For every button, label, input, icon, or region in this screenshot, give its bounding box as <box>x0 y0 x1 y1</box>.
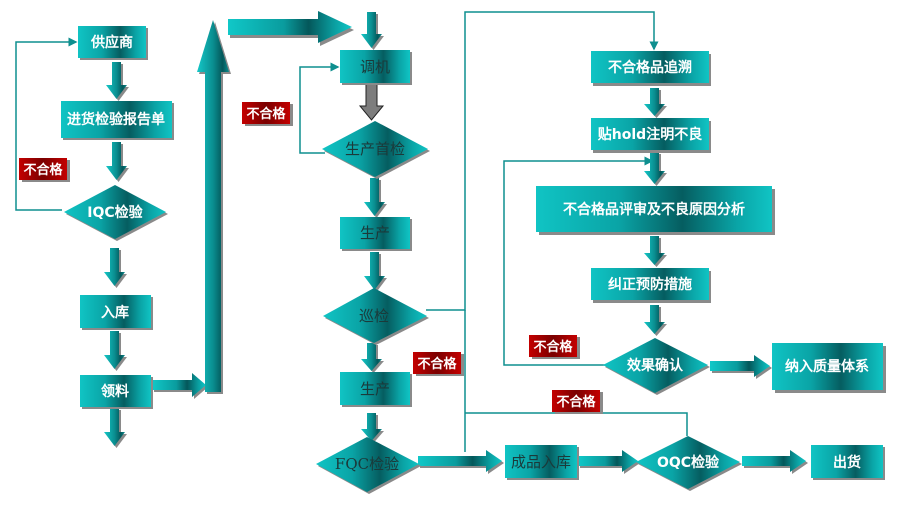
reject-tags: 不合格 不合格 不合格 不合格 不合格 <box>19 102 603 414</box>
node-iqc-label: IQC检验 <box>87 204 143 221</box>
node-supplier-label: 供应商 <box>90 34 133 51</box>
reject-tag-patrol: 不合格 <box>413 352 464 376</box>
arrow-down <box>361 413 384 443</box>
node-production-2-label: 生产 <box>360 380 390 398</box>
node-shipment[interactable]: 出货 <box>811 445 885 480</box>
node-first-inspection-label: 生产首检 <box>345 140 405 158</box>
flow-arrows <box>104 11 808 474</box>
arrow-down <box>644 236 667 267</box>
arrow-down <box>104 331 127 371</box>
reject-tag-patrol-label: 不合格 <box>417 356 457 372</box>
arrow-down <box>104 408 127 448</box>
iqc-reject-loop-line <box>15 37 78 211</box>
node-fqc[interactable]: FQC检验 <box>316 437 421 494</box>
arrow-down <box>104 248 127 288</box>
process-boxes: 供应商 进货检验报告单 入库 领料 调机 生产 <box>61 26 886 480</box>
reject-tag-effect: 不合格 <box>529 335 580 359</box>
arrow-down <box>361 12 384 50</box>
node-finished-warehouse-label: 成品入库 <box>511 453 571 471</box>
arrow-down <box>106 62 129 101</box>
arrow-down <box>644 152 667 186</box>
node-machine-setup[interactable]: 调机 <box>340 50 412 85</box>
reject-tag-oqc: 不合格 <box>552 390 603 414</box>
node-effect-confirm-label: 效果确认 <box>627 357 684 374</box>
first-inspection-reject-loop-line <box>299 62 340 154</box>
reject-tag-iqc-label: 不合格 <box>23 162 63 178</box>
node-supplier[interactable]: 供应商 <box>78 26 148 60</box>
node-nc-trace[interactable]: 不合格品追溯 <box>591 51 711 86</box>
node-production-1[interactable]: 生产 <box>340 217 412 251</box>
decision-diamonds: IQC检验 生产首检 巡检 FQC检验 OQC检验 效果确认 <box>64 121 742 494</box>
node-hold-mark-label: 贴hold注明不良 <box>598 126 702 143</box>
node-incoming-report[interactable]: 进货检验报告单 <box>61 101 174 140</box>
node-first-inspection[interactable]: 生产首检 <box>322 121 430 179</box>
node-quality-system[interactable]: 纳入质量体系 <box>772 343 886 393</box>
arrow-down-gray <box>358 83 385 121</box>
node-warehouse-in-label: 入库 <box>101 304 129 321</box>
node-material-pick[interactable]: 领料 <box>80 375 153 409</box>
node-iqc[interactable]: IQC检验 <box>64 185 168 241</box>
node-nc-trace-label: 不合格品追溯 <box>608 59 692 76</box>
arrow-down <box>361 343 384 373</box>
arrow-right-large <box>228 11 354 46</box>
node-finished-warehouse[interactable]: 成品入库 <box>505 445 579 480</box>
oqc-reject-line <box>465 412 688 436</box>
node-production-1-label: 生产 <box>360 224 390 242</box>
node-quality-system-label: 纳入质量体系 <box>785 358 869 375</box>
node-fqc-label: FQC检验 <box>335 455 399 473</box>
node-nc-review[interactable]: 不合格品评审及不良原因分析 <box>536 186 775 235</box>
node-nc-review-label: 不合格品评审及不良原因分析 <box>563 201 745 218</box>
arrow-right <box>710 355 772 379</box>
node-patrol-inspection-label: 巡检 <box>359 307 389 325</box>
node-effect-confirm[interactable]: 效果确认 <box>603 338 710 395</box>
node-patrol-inspection[interactable]: 巡检 <box>323 288 429 345</box>
arrow-down <box>106 142 129 182</box>
reject-tag-effect-label: 不合格 <box>533 339 573 355</box>
node-warehouse-in[interactable]: 入库 <box>80 295 153 330</box>
node-machine-setup-label: 调机 <box>360 58 390 76</box>
arrow-right <box>152 373 208 399</box>
patrol-to-trace-line <box>426 11 659 311</box>
node-corrective-action[interactable]: 纠正预防措施 <box>591 268 711 303</box>
node-corrective-action-label: 纠正预防措施 <box>608 276 692 293</box>
effect-reject-loop-line <box>503 156 654 366</box>
reject-tag-first-inspection: 不合格 <box>242 102 293 126</box>
arrow-down <box>364 252 387 292</box>
node-production-2[interactable]: 生产 <box>340 372 412 407</box>
node-incoming-report-label: 进货检验报告单 <box>67 111 165 128</box>
arrow-right <box>418 450 504 474</box>
node-hold-mark[interactable]: 贴hold注明不良 <box>591 118 711 153</box>
connector-lines <box>15 11 688 452</box>
arrow-down <box>644 88 667 118</box>
node-oqc[interactable]: OQC检验 <box>636 436 742 491</box>
node-shipment-label: 出货 <box>833 454 861 471</box>
node-oqc-label: OQC检验 <box>657 454 720 471</box>
arrow-right <box>742 450 808 474</box>
reject-tag-iqc: 不合格 <box>19 158 70 182</box>
reject-tag-first-inspection-label: 不合格 <box>246 106 286 122</box>
arrow-down <box>644 305 667 336</box>
arrow-down <box>364 178 387 218</box>
arrow-up-large <box>197 20 231 394</box>
node-material-pick-label: 领料 <box>101 383 129 400</box>
reject-tag-oqc-label: 不合格 <box>556 394 596 410</box>
arrow-right <box>578 450 640 474</box>
